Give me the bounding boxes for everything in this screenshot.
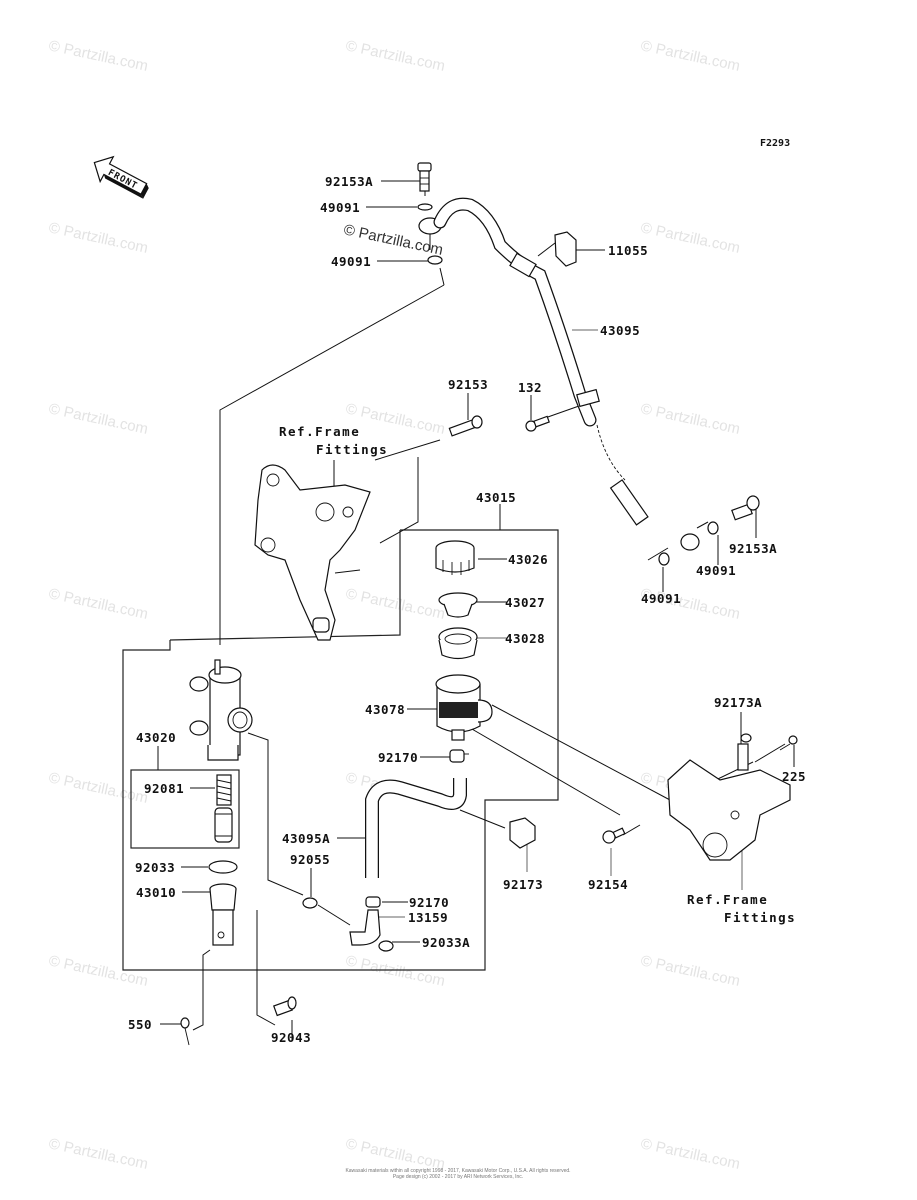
part-drawings [180, 162, 798, 1046]
watermark: © Partzilla.com [47, 37, 149, 75]
watermark: © Partzilla.com [47, 769, 149, 807]
diaphragm-plate-icon [438, 592, 478, 618]
part-label[interactable]: 49091 [696, 563, 736, 578]
part-labels: 92153A 49091 49091 11055 43095 92153 132… [128, 174, 806, 1045]
watermark: © Partzilla.com [344, 37, 446, 75]
washer-icon [417, 203, 433, 211]
footrest-bracket [254, 464, 371, 641]
part-label[interactable]: 92170 [409, 895, 449, 910]
part-label[interactable]: 43095 [600, 323, 640, 338]
hose-end-fitting [609, 479, 649, 526]
reservoir-cap-icon [435, 540, 475, 575]
watermark: © Partzilla.com [639, 37, 741, 75]
part-label[interactable]: 43026 [508, 552, 548, 567]
spring-icon [216, 774, 232, 806]
part-label[interactable]: 92033 [135, 860, 175, 875]
piston-icon [214, 807, 233, 843]
part-label[interactable]: 43078 [365, 702, 405, 717]
watermark: © Partzilla.com [639, 400, 741, 438]
ref-label-line2: Fittings [316, 442, 388, 457]
part-label[interactable]: 11055 [608, 243, 648, 258]
part-label[interactable]: 550 [128, 1017, 152, 1032]
watermark: © Partzilla.com [639, 1135, 741, 1173]
part-label[interactable]: 49091 [320, 200, 360, 215]
hose-clip-icon [365, 896, 381, 908]
footer-line: Kawasaki materials within all copyright … [345, 1168, 570, 1174]
part-label[interactable]: 92043 [271, 1030, 311, 1045]
banjo-bolt-icon [417, 162, 432, 192]
bolt-icon [448, 415, 483, 437]
circlip-icon [208, 860, 238, 874]
part-label[interactable]: 92154 [588, 877, 628, 892]
watermark: © Partzilla.com [47, 219, 149, 257]
footer-copyright: Kawasaki materials within all copyright … [345, 1168, 570, 1180]
part-label[interactable]: 92173 [503, 877, 543, 892]
box-43020 [130, 769, 240, 849]
figure-code: F2293 [760, 138, 790, 149]
part-label[interactable]: 92033A [422, 935, 470, 950]
part-label[interactable]: 43028 [505, 631, 545, 646]
ref-frame-label-right: Ref.Frame Fittings [687, 892, 796, 925]
circlip-icon [378, 940, 394, 952]
footer-line: Page design (c) 2002 - 2017 by ARI Netwo… [393, 1174, 523, 1180]
watermark: © Partzilla.com [344, 952, 446, 990]
hose-clamp-icon [554, 231, 577, 267]
hose-dashed [596, 424, 626, 481]
part-label[interactable]: 92153A [729, 541, 777, 556]
reservoir-tank-icon [435, 674, 493, 741]
watermarks: © Partzilla.com © Partzilla.com © Partzi… [47, 37, 741, 1173]
hose-clamp-icon [509, 817, 536, 849]
box-reservoir-left [169, 530, 401, 641]
clevis-pin-icon [273, 996, 297, 1017]
watermark: © Partzilla.com [47, 1135, 149, 1173]
part-label[interactable]: 92173A [714, 695, 762, 710]
bolt-icon [602, 827, 626, 844]
washer-icon [427, 255, 443, 265]
part-label[interactable]: 92055 [290, 852, 330, 867]
part-label[interactable]: 92153 [448, 377, 488, 392]
part-label[interactable]: 49091 [641, 591, 681, 606]
watermark: © Partzilla.com [344, 585, 446, 623]
part-label[interactable]: 92153A [325, 174, 373, 189]
banjo-fitting-icon [680, 533, 700, 551]
hose-clip-icon [449, 749, 469, 763]
ref-label-line2: Fittings [724, 910, 796, 925]
leader-lines [157, 180, 795, 1040]
box-43015 [122, 529, 559, 971]
part-label[interactable]: 43027 [505, 595, 545, 610]
ref-label-line1: Ref.Frame [279, 424, 360, 439]
part-label[interactable]: 92081 [144, 781, 184, 796]
part-label[interactable]: 225 [782, 769, 806, 784]
part-label[interactable]: 43010 [136, 885, 176, 900]
diaphragm-icon [438, 627, 478, 660]
ref-frame-label-top: Ref.Frame Fittings [279, 424, 388, 457]
part-label[interactable]: 13159 [408, 910, 448, 925]
ref-label-line1: Ref.Frame [687, 892, 768, 907]
assembly-boxes [122, 529, 559, 971]
part-label[interactable]: 49091 [331, 254, 371, 269]
part-label[interactable]: 43020 [136, 730, 176, 745]
watermark: © Partzilla.com [47, 585, 149, 623]
part-label[interactable]: 43095A [282, 831, 330, 846]
push-rod-icon [209, 883, 237, 946]
front-arrow-icon: FRONT [93, 155, 149, 199]
frame-bracket-right [667, 733, 798, 861]
bolt-icon [525, 415, 550, 432]
master-cylinder-body [189, 659, 253, 761]
part-label[interactable]: 132 [518, 380, 542, 395]
o-ring-icon [302, 897, 318, 909]
watermark: © Partzilla.com [639, 952, 741, 990]
part-label[interactable]: 92170 [378, 750, 418, 765]
part-label[interactable]: 43015 [476, 490, 516, 505]
banjo-bolt-icon [731, 495, 760, 521]
elbow-fitting-icon [349, 909, 381, 946]
washer-icon [707, 521, 719, 535]
washer-icon [658, 552, 670, 566]
watermark: © Partzilla.com [47, 400, 149, 438]
cotter-pin-icon [180, 1017, 190, 1046]
watermark: © Partzilla.com [639, 219, 741, 257]
watermark: © Partzilla.com [47, 952, 149, 990]
